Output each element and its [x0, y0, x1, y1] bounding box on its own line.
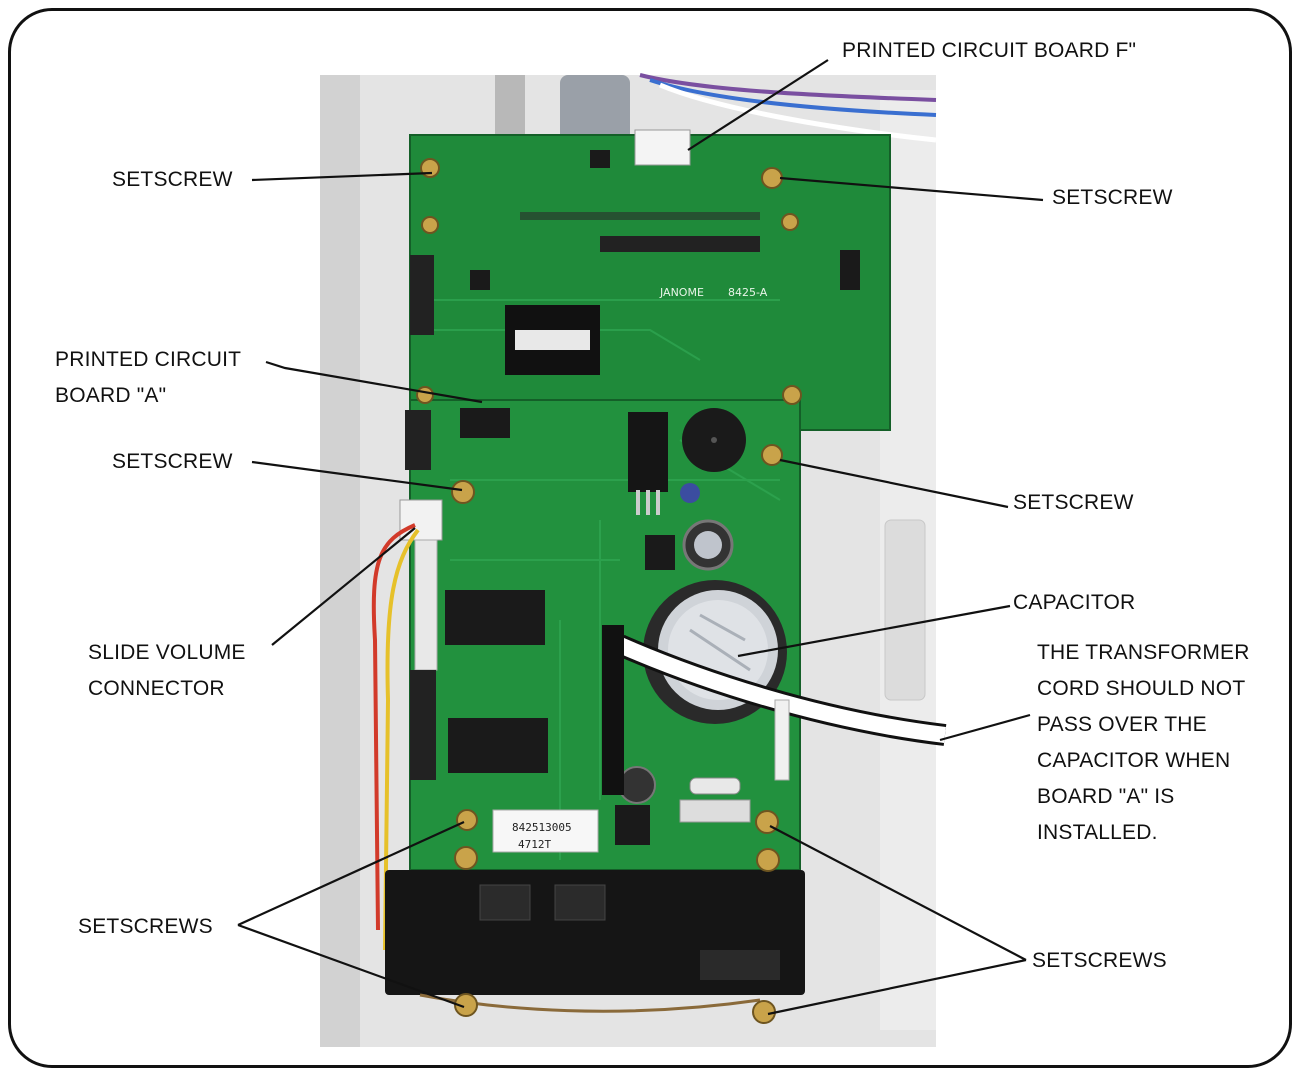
- connector-left-mid: [405, 410, 431, 470]
- note-line-6: INSTALLED.: [1037, 821, 1158, 844]
- label-slide-volume-connector: SLIDE VOLUME CONNECTOR: [88, 635, 246, 707]
- serial-sticker: [492, 809, 599, 853]
- screw-top-right: [761, 167, 783, 189]
- label-setscrew-top-right: SETSCREW: [1052, 186, 1173, 209]
- board-brand-text: JANOME: [659, 286, 704, 299]
- screw-bottom-left-1: [456, 809, 478, 831]
- screw-bottom-left-2: [454, 846, 478, 870]
- label-pcb-a-line-2: BOARD "A": [55, 384, 167, 407]
- screw-bottom-right-3: [752, 1000, 776, 1024]
- screw-bottom-left-3: [454, 993, 478, 1017]
- regulator: [628, 412, 668, 492]
- ic-chip-1: [445, 590, 545, 645]
- screws: [416, 158, 802, 1024]
- board-part-text: 8425-A: [728, 286, 768, 299]
- label-setscrew-top-left: SETSCREW: [112, 168, 233, 191]
- connector-left-top: [410, 255, 434, 335]
- leader-lines: [237, 59, 1044, 1016]
- wire-bundle: [639, 73, 937, 102]
- label-pcb-a: PRINTED CIRCUIT BOARD "A": [55, 342, 241, 414]
- sticker-line-2: 4712T: [518, 838, 551, 851]
- label-setscrew-mid-left: SETSCREW: [112, 450, 233, 473]
- note-line-1: THE TRANSFORMER: [1037, 641, 1250, 664]
- label-transformer-note: THE TRANSFORMER CORD SHOULD NOT PASS OVE…: [1037, 635, 1250, 851]
- housing-slot: [884, 519, 926, 701]
- board-header-connector: [600, 236, 760, 252]
- note-line-2: CORD SHOULD NOT: [1037, 677, 1246, 700]
- label-setscrews-left: SETSCREWS: [78, 915, 213, 938]
- label-slide-line-2: CONNECTOR: [88, 677, 225, 700]
- screw-bottom-right-2: [756, 848, 780, 872]
- fuse: [689, 777, 741, 795]
- label-slide-line-1: SLIDE VOLUME: [88, 641, 246, 664]
- yellow-wire: [383, 528, 420, 951]
- label-setscrew-mid-right: SETSCREW: [1013, 491, 1134, 514]
- note-line-3: PASS OVER THE: [1037, 713, 1207, 736]
- sticker-line-1: 842513005: [512, 821, 572, 834]
- label-setscrews-right: SETSCREWS: [1032, 949, 1167, 972]
- note-line-4: CAPACITOR WHEN: [1037, 749, 1231, 772]
- label-pcb-a-line-1: PRINTED CIRCUIT: [55, 348, 242, 371]
- screw-mid-right: [761, 444, 783, 466]
- ic-chip-2: [448, 718, 548, 773]
- pcb-f-white-connector: [634, 129, 691, 166]
- label-pcb-f: PRINTED CIRCUIT BOARD F": [842, 39, 1137, 62]
- label-capacitor: CAPACITOR: [1013, 591, 1136, 614]
- screw-mid-left: [451, 480, 475, 504]
- housing-left-wall: [320, 75, 360, 1047]
- red-wire: [371, 523, 416, 931]
- note-line-5: BOARD "A" IS: [1037, 785, 1175, 808]
